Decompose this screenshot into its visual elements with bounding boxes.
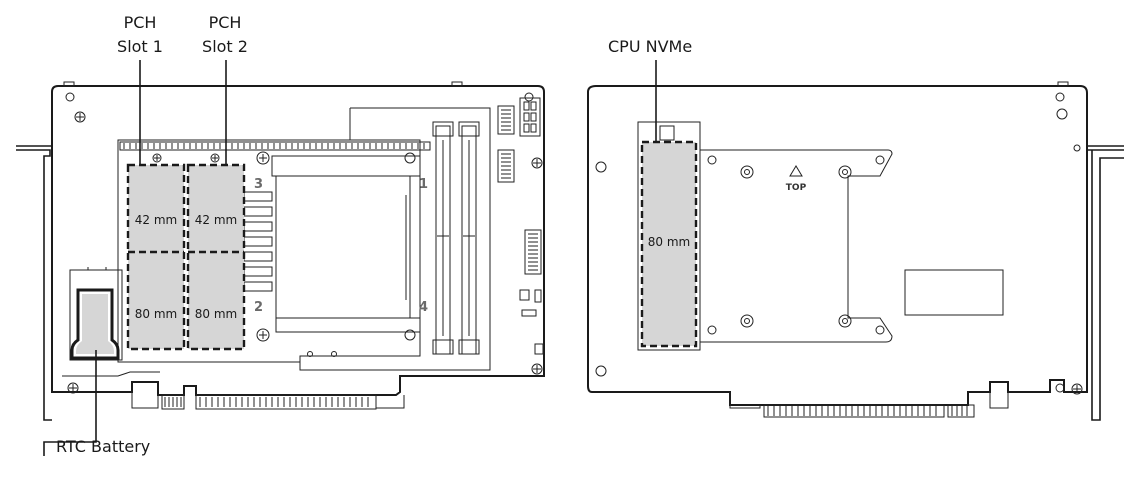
left-board-outline [51, 85, 545, 396]
cpu-nvme-title: CPU NVMe [608, 37, 692, 56]
pch-slot-2-subtitle: Slot 2 [202, 37, 248, 56]
slot1-42mm-label: 42 mm [135, 213, 177, 227]
rtc-battery [76, 294, 114, 354]
cpu-nvme-80mm-label: 80 mm [648, 235, 690, 249]
connector-number-1: 1 [419, 177, 428, 192]
pch-slot-1-title: PCH [124, 13, 157, 32]
cpu-nvme-slot-area [640, 140, 698, 348]
pch-slot-2-title: PCH [209, 13, 242, 32]
memory-sockets [432, 121, 480, 355]
right-headers [497, 97, 544, 355]
right-edge-connector [767, 406, 968, 416]
connector-number-2: 2 [254, 300, 263, 315]
heatsink-plate [699, 149, 893, 343]
chip-outline [904, 269, 1004, 316]
slot2-80mm-label: 80 mm [195, 307, 237, 321]
connector-number-4: 4 [419, 300, 428, 315]
pch-slot-2-area [186, 163, 246, 351]
connector-number-3: 3 [254, 177, 263, 192]
left-edge-connector [164, 397, 369, 407]
pch-slot-1-area [126, 163, 186, 351]
heatsink-top-label: TOP [786, 183, 807, 193]
rtc-battery-label: RTC Battery [56, 437, 150, 456]
pch-slot-1-subtitle: Slot 1 [117, 37, 163, 56]
slot2-42mm-label: 42 mm [195, 213, 237, 227]
left-board: 3 2 1 4 [16, 81, 545, 421]
top-arrow-icon [789, 165, 803, 177]
slot1-80mm-label: 80 mm [135, 307, 177, 321]
right-bracket [1091, 150, 1124, 421]
rtc-battery-leader [43, 350, 97, 456]
right-board: TOP 80 mm [587, 81, 1124, 421]
left-bracket [16, 149, 52, 421]
